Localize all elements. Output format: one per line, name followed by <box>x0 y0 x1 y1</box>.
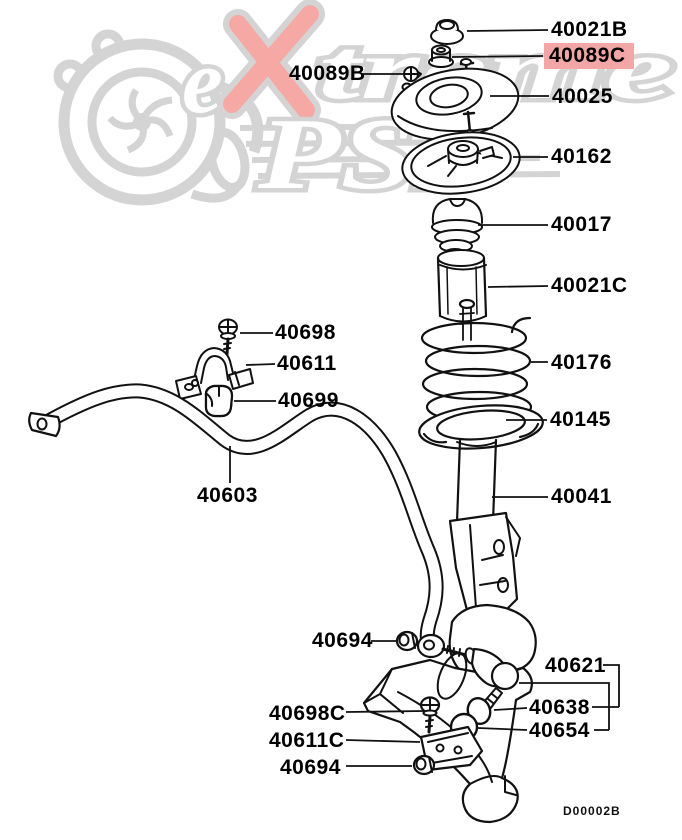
arm-bolt-drawing <box>419 696 441 734</box>
lower-spring-seat-drawing <box>418 404 544 450</box>
part-label-40089C[interactable]: 40089C <box>544 43 634 69</box>
part-label-40699[interactable]: 40699 <box>278 389 339 412</box>
part-label-40694-upper[interactable]: 40694 <box>312 629 373 652</box>
part-label-40089B[interactable]: 40089B <box>289 62 366 85</box>
part-label-40698[interactable]: 40698 <box>275 321 336 344</box>
watermark-turbo-icon <box>53 29 264 206</box>
part-label-40654[interactable]: 40654 <box>529 719 590 742</box>
part-label-40694-lower[interactable]: 40694 <box>280 756 341 779</box>
part-label-40176[interactable]: 40176 <box>551 351 612 374</box>
part-label-40638[interactable]: 40638 <box>529 696 590 719</box>
part-label-40025[interactable]: 40025 <box>552 85 613 108</box>
part-label-40698C[interactable]: 40698C <box>269 702 346 725</box>
part-label-40611[interactable]: 40611 <box>277 352 337 375</box>
svg-text:treme: treme <box>318 21 673 117</box>
strut-mount-drawing <box>390 58 520 141</box>
flange-nut-drawing <box>428 44 454 68</box>
part-label-40162[interactable]: 40162 <box>551 145 612 168</box>
part-label-40603[interactable]: 40603 <box>197 484 258 507</box>
diagram-code: D00002B <box>563 804 621 818</box>
dust-cover-drawing <box>436 249 488 323</box>
leader-lines <box>229 29 620 767</box>
svg-text:e: e <box>182 30 223 132</box>
part-label-40611C[interactable]: 40611C <box>269 729 345 752</box>
part-label-40021C[interactable]: 40021C <box>551 274 628 297</box>
stabilizer-bar-drawing <box>28 383 444 654</box>
watermark-text-extreme: e treme <box>178 17 678 137</box>
bump-stopper-drawing <box>431 198 484 258</box>
knuckle-arm-drawing <box>362 603 537 824</box>
part-label-40021B[interactable]: 40021B <box>551 18 628 41</box>
bar-eyelet-drawing <box>416 633 446 659</box>
arm-bracket-drawing <box>419 725 484 772</box>
part-label-40145[interactable]: 40145 <box>550 408 611 431</box>
upper-nut-drawing <box>395 630 419 652</box>
stabilizer-bolt-drawing <box>218 318 238 356</box>
spring-seat-drawing <box>401 131 521 195</box>
lower-nut-drawing <box>412 754 436 776</box>
strut-drawing <box>448 438 521 616</box>
stabilizer-bracket-drawing <box>175 347 254 400</box>
watermark-x-icon <box>217 0 325 125</box>
cap-nut-drawing <box>430 19 464 45</box>
part-label-40621[interactable]: 40621 <box>545 654 606 677</box>
part-label-40041[interactable]: 40041 <box>551 485 612 508</box>
part-label-40017[interactable]: 40017 <box>551 213 612 236</box>
stabilizer-bushing-overlay <box>204 384 234 418</box>
